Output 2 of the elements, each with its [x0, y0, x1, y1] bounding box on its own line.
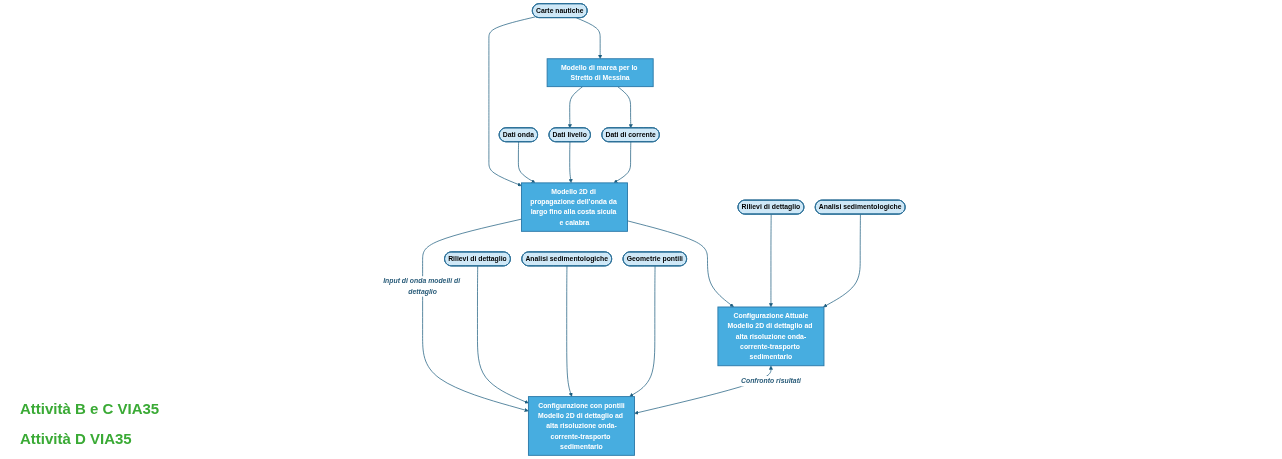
activity-note: Attività D VIA35	[20, 430, 132, 447]
activity-note: Attività B e C VIA35	[20, 400, 160, 417]
